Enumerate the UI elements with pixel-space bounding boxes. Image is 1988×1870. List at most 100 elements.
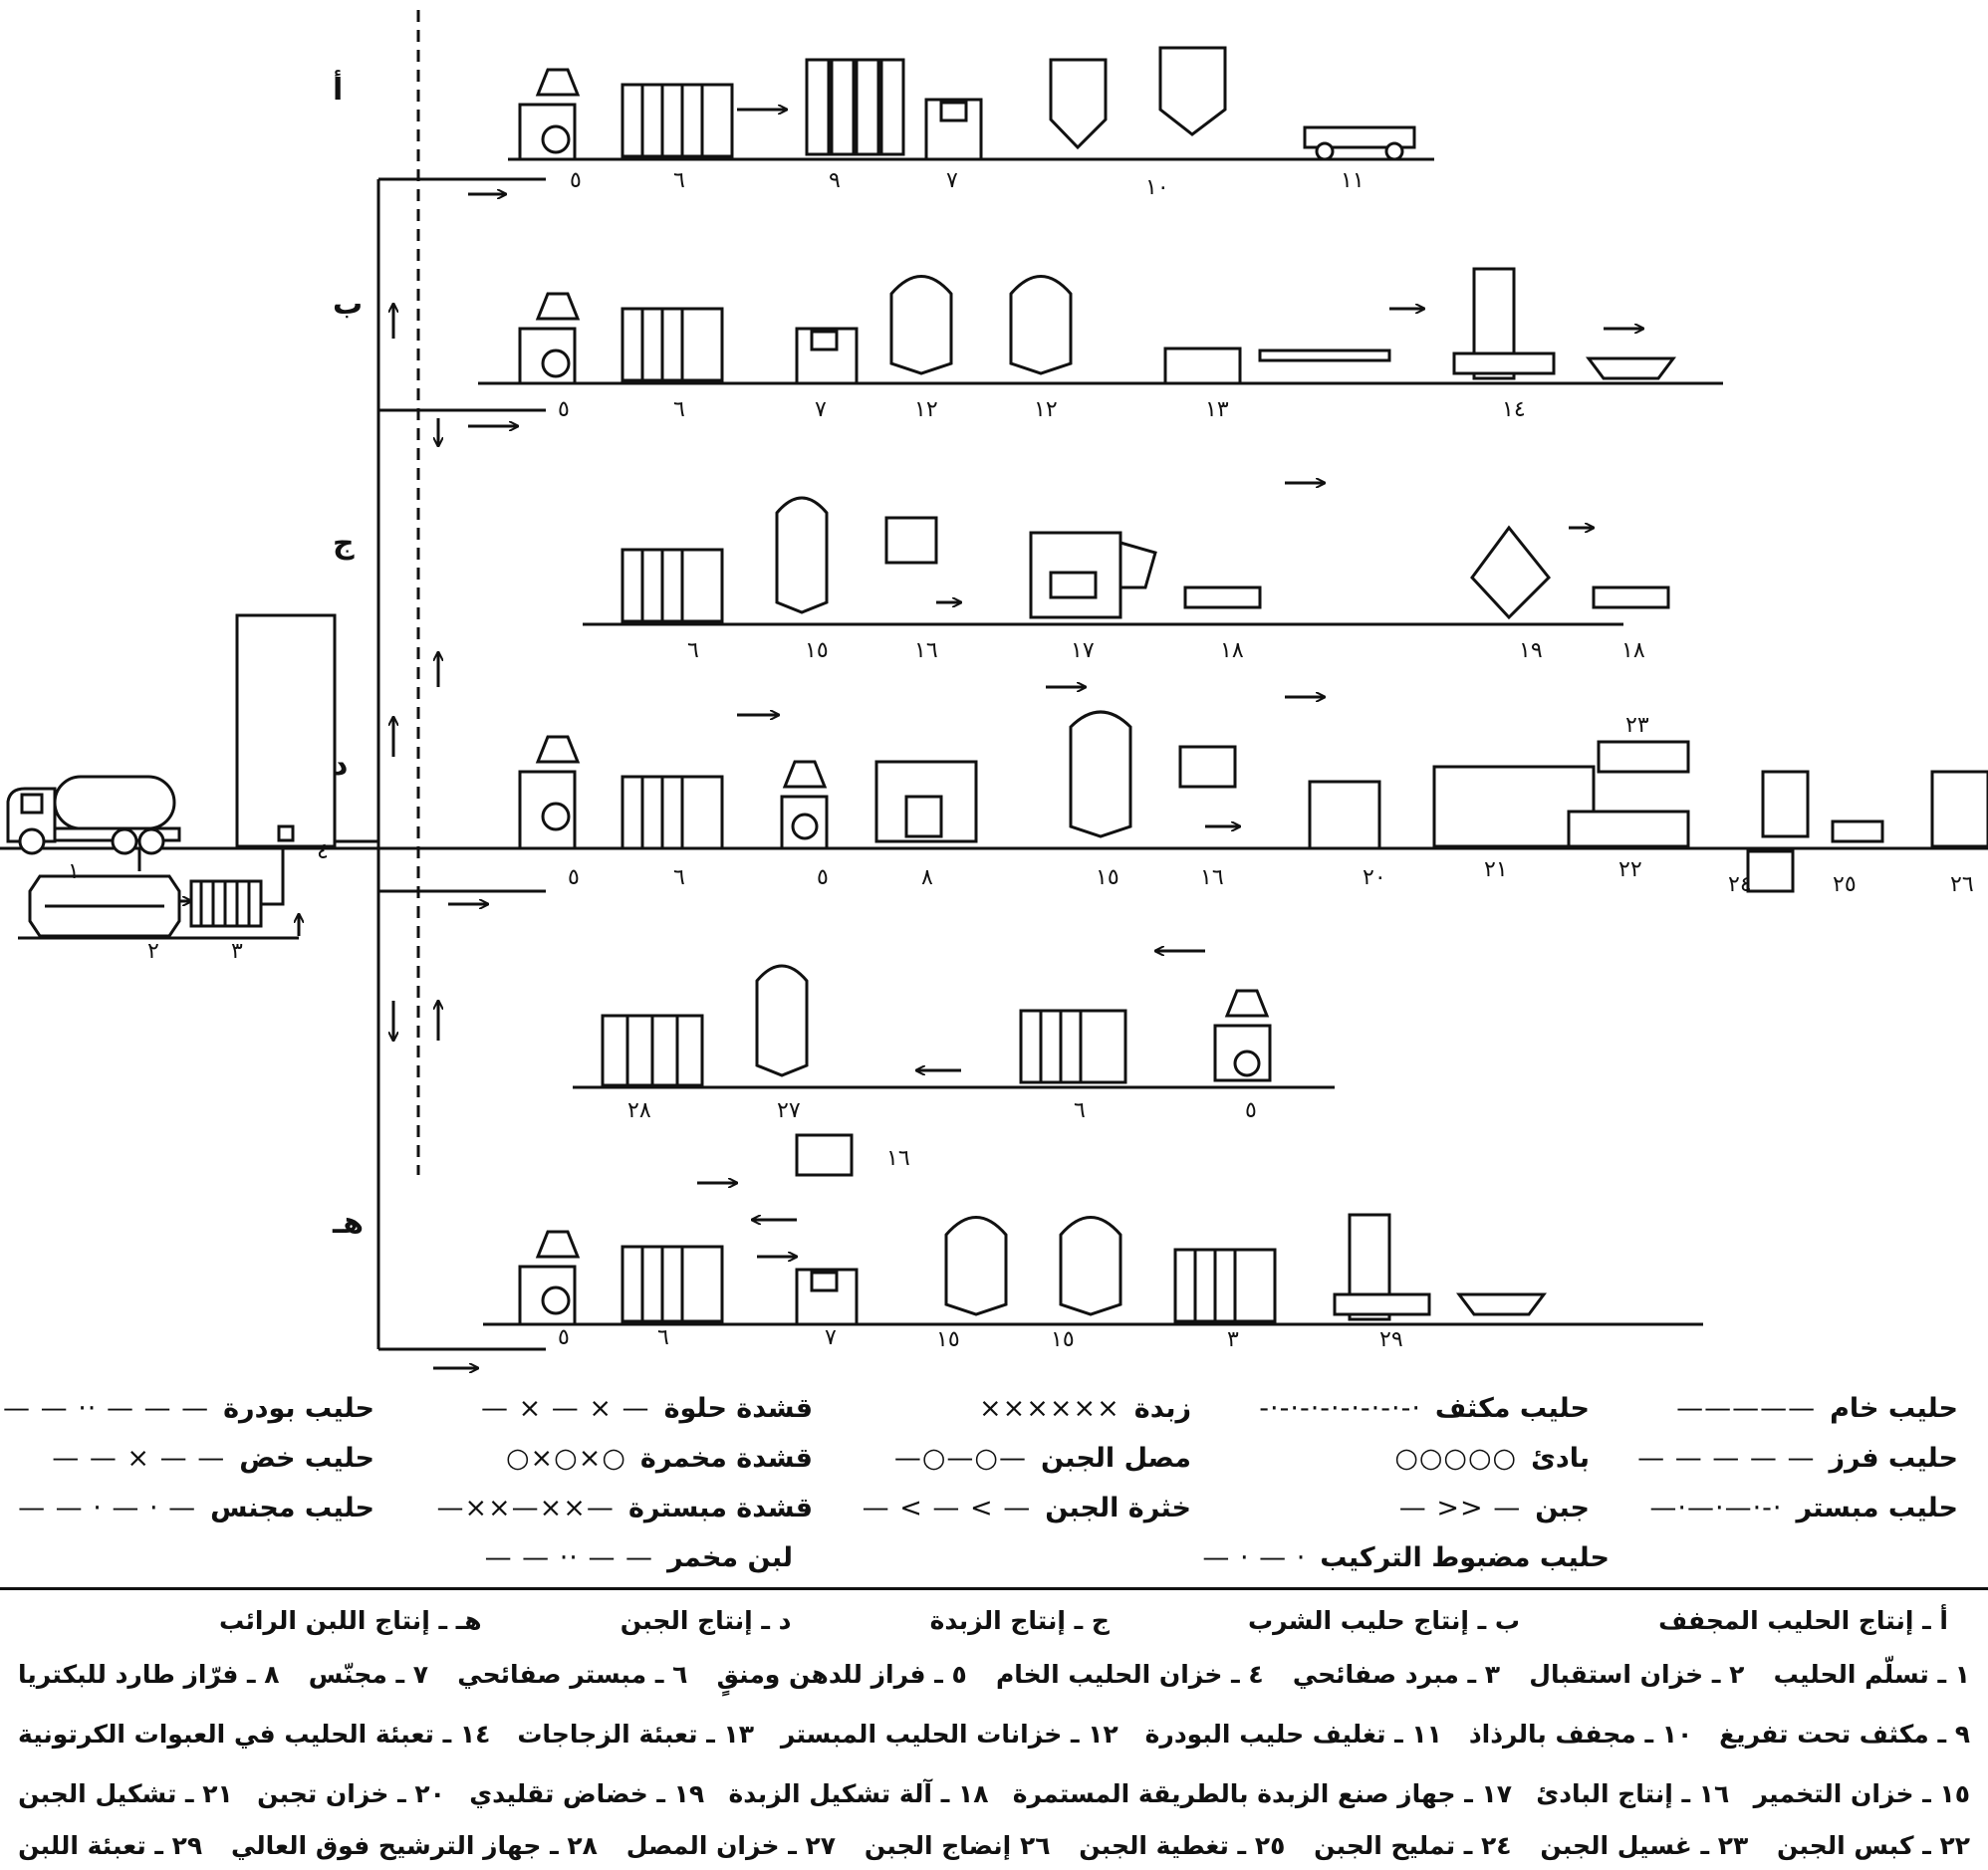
label-5-d2: ٥ <box>817 865 829 890</box>
raw-milk-silo <box>235 613 337 848</box>
label-6-w: ٦ <box>1074 1098 1086 1123</box>
caption-equipment: ٨ ـ فرّاز طارد للبكتريا <box>18 1659 280 1689</box>
line-j-label: ج <box>333 526 355 561</box>
label-5-h: ٥ <box>558 1325 570 1350</box>
label-10: ١٠ <box>1145 175 1169 200</box>
cheese-coating <box>1831 819 1884 843</box>
label-3-h: ٣ <box>1227 1327 1239 1352</box>
legend-label: حليب مكثف <box>1434 1392 1590 1424</box>
legend-item: زبدة ×××××× <box>979 1384 1191 1432</box>
caption-equipment: ١ ـ تسلّم الحليب <box>1773 1659 1970 1689</box>
label-16-d: ١٦ <box>1200 865 1224 890</box>
line-b-drinking: ب ٥ <box>333 267 1723 422</box>
label-9: ٩ <box>829 168 841 193</box>
legend-row-1: حليب خام————— حليب مكثف-·-·-·-·-·-·-·-· … <box>0 1384 1988 1432</box>
legend-label: قشدة مخمرة <box>639 1442 813 1474</box>
label-16-j: ١٦ <box>914 638 938 663</box>
cheese-vat <box>1308 780 1381 850</box>
caption-equipment: ٤ ـ خزان الحليب الخام <box>995 1659 1264 1689</box>
legend-symbol: — >> — <box>1398 1492 1522 1523</box>
caption-equipment: ٦ ـ مبستر صفائحي <box>457 1659 688 1689</box>
label-6-h: ٦ <box>657 1325 669 1350</box>
label-3: ٣ <box>231 939 243 964</box>
caption-equipment: ٢٥ ـ تغطية الجبن <box>1079 1830 1286 1860</box>
caption-product: ب ـ إنتاج حليب الشرب <box>1248 1605 1521 1635</box>
legend-symbol: —·—·—·-· <box>1649 1492 1783 1523</box>
label-20: ٢٠ <box>1363 865 1386 890</box>
legend-symbol: —○—○— <box>893 1442 1027 1474</box>
legend-label: حليب مبستر <box>1796 1492 1958 1523</box>
label-5-b: ٥ <box>558 397 570 422</box>
legend-label: قشدة حلوة <box>663 1392 813 1424</box>
legend-symbol: —××—××— <box>436 1492 615 1523</box>
caption-equipment: ١٤ ـ تعبئة الحليب في العبوات الكرتونية <box>18 1719 491 1749</box>
legend-label: جبن <box>1535 1492 1590 1523</box>
legend-item: مصل الجبن—○—○— <box>894 1434 1191 1482</box>
caption-equipment: ٩ ـ مكثف تحت تفريغ <box>1719 1719 1970 1749</box>
legend-symbol: ○○○○○ <box>1394 1442 1518 1474</box>
caption-equipment: ٢٧ ـ خزان المصل <box>625 1830 837 1860</box>
label-11: ١١ <box>1341 168 1365 193</box>
milk-truck <box>6 775 181 855</box>
caption-equipment: ٣ ـ مبرد صفائحي <box>1292 1659 1501 1689</box>
separator-a <box>518 68 581 161</box>
legend-item: قشدة مخمرة○×○×○ <box>506 1434 813 1482</box>
pasteurizer-b <box>621 307 724 382</box>
label-29: ٢٩ <box>1379 1327 1403 1352</box>
legend-label: زبدة <box>1133 1392 1191 1424</box>
butter-former-1 <box>1183 585 1262 609</box>
caption-equipment: ١٣ ـ تعبئة الزجاجات <box>517 1719 755 1749</box>
homogenizer-d <box>874 760 978 843</box>
legend-item: خثرة الجبن— < — < — <box>863 1484 1191 1531</box>
legend-item: حليب فرز— — — — — <box>1637 1434 1958 1482</box>
label-18-b: ١٨ <box>1621 638 1645 663</box>
label-5-a: ٥ <box>570 168 582 193</box>
starter-unit-h <box>795 1133 854 1177</box>
legend-label: حليب فرز <box>1829 1442 1958 1474</box>
legend-label: حليب خام <box>1830 1392 1958 1424</box>
legend-symbol: — < — < — <box>862 1492 1032 1523</box>
caption-equipment-row-2: ٩ ـ مكثف تحت تفريغ ١٠ ـ مجفف بالرذاذ ١١ … <box>18 1709 1970 1758</box>
label-8: ٨ <box>921 865 933 890</box>
traditional-churn <box>1470 525 1552 620</box>
cheese-moulding <box>1432 765 1596 848</box>
label-14: ١٤ <box>1502 397 1526 422</box>
legend-item: قشدة مبسترة—××—××— <box>436 1484 813 1531</box>
legend-row-3: حليب مبستر —·—·—·-· جبن — >> — خثرة الجبن—… <box>0 1484 1988 1531</box>
legend-item: جبن — >> — <box>1399 1484 1590 1531</box>
line-h-label: هـ <box>332 1206 364 1241</box>
cheese-ripening <box>1930 770 1988 848</box>
caption-equipment: ١٧ ـ جهاز صنع الزبدة بالطريقة المستمرة <box>1012 1778 1512 1808</box>
legend-item: حليب مضبوط التركيب— · — · <box>1202 1533 1610 1581</box>
legend-label: حليب مجنس <box>210 1492 374 1523</box>
raw-milk-header <box>376 10 546 1368</box>
label-5-d1: ٥ <box>568 865 580 890</box>
pasteurizer-h <box>621 1245 724 1323</box>
pasteurizer-d <box>621 775 724 850</box>
line-a-label: أ <box>333 70 343 108</box>
carton-filler <box>1452 267 1556 380</box>
fermentation-tanks <box>944 1216 1122 1316</box>
legend-symbol: ×××××× <box>979 1392 1120 1424</box>
cheese-salting <box>1746 770 1810 893</box>
bactofuge <box>780 760 829 850</box>
pasteurizer-j <box>621 548 724 623</box>
reception-section: ١ ٢ ٣ ٤ <box>0 613 378 964</box>
caption-equipment: ٢٨ ـ جهاز الترشيح فوق العالي <box>230 1830 598 1860</box>
caption-product: هـ ـ إنتاج اللبن الرائب <box>219 1605 482 1635</box>
label-25: ٢٥ <box>1833 872 1857 897</box>
caption-equipment: ٢٤ ـ تمليح الجبن <box>1314 1830 1512 1860</box>
pasteurizer-a <box>621 83 734 158</box>
label-15-j: ١٥ <box>805 638 829 663</box>
caption-equipment: ١٠ ـ مجفف بالرذاذ <box>1468 1719 1693 1749</box>
homogenizer-a <box>924 98 983 161</box>
caption-product: د ـ إنتاج الجبن <box>620 1605 792 1635</box>
caption-products-row: أ ـ إنتاج الحليب المجفف ب ـ إنتاج حليب ا… <box>219 1595 1948 1645</box>
storage-tanks-b <box>889 275 1073 375</box>
whey-line: ٢٨ ٢٧ ٦ ٥ <box>573 951 1335 1123</box>
separator-whey <box>1213 989 1272 1082</box>
homogenizer-h <box>795 1268 859 1326</box>
legend-item: حليب مكثف-·-·-·-·-·-·-·-· <box>1259 1384 1590 1432</box>
label-6-a: ٦ <box>673 168 685 193</box>
label-6-j: ٦ <box>687 638 699 663</box>
